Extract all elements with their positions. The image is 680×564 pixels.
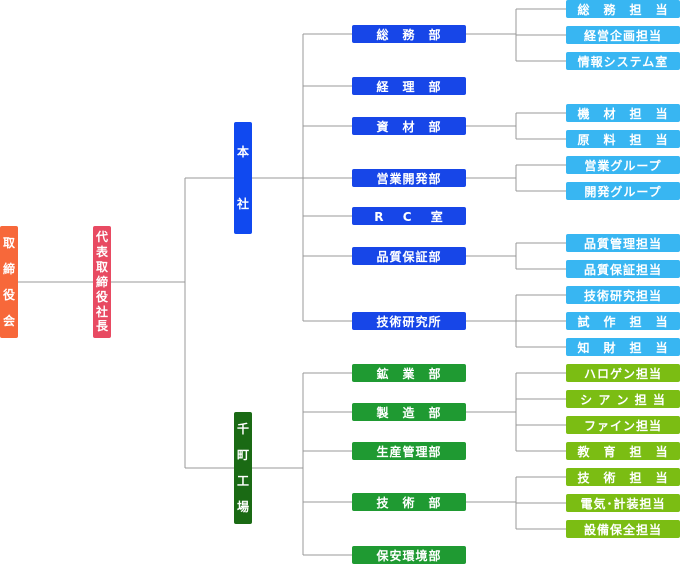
vertical-char: 工 xyxy=(236,474,249,488)
factory-dept-4: 技 術 部 xyxy=(352,493,466,511)
factory-section-4-3: 設備保全担当 xyxy=(566,520,680,538)
honsha-dept-3: 資 材 部 xyxy=(352,117,466,135)
vertical-char: 社 xyxy=(236,197,249,211)
honsha-section-7-2: 試 作 担 当 xyxy=(566,312,680,330)
factory-dept-5: 保安環境部 xyxy=(352,546,466,564)
honsha-section-1-1: 総 務 担 当 xyxy=(566,0,680,18)
vertical-char: 町 xyxy=(236,448,249,462)
vertical-char: 本 xyxy=(236,145,249,159)
factory-section-2-1: ハロゲン担当 xyxy=(566,364,680,382)
honsha-section-7-3: 知 財 担 当 xyxy=(566,338,680,356)
vertical-char: 社 xyxy=(95,304,108,319)
board-box: 取締役会 xyxy=(0,226,18,338)
vertical-char: 役 xyxy=(2,288,15,302)
honsha-section-6-2: 品質保証担当 xyxy=(566,260,680,278)
vertical-char: 取 xyxy=(95,260,108,275)
vertical-char: 場 xyxy=(236,500,249,514)
factory-section-4-2: 電気･計装担当 xyxy=(566,494,680,512)
factory-box: 千町工場 xyxy=(234,412,252,524)
honsha-section-6-1: 品質管理担当 xyxy=(566,234,680,252)
factory-dept-2: 製 造 部 xyxy=(352,403,466,421)
factory-section-4-1: 技 術 担 当 xyxy=(566,468,680,486)
factory-dept-1: 鉱 業 部 xyxy=(352,364,466,382)
vertical-char: 締 xyxy=(95,274,108,289)
honsha-section-1-2: 経営企画担当 xyxy=(566,26,680,44)
vertical-char: 締 xyxy=(2,262,15,276)
honsha-dept-6: 品質保証部 xyxy=(352,247,466,265)
honsha-section-4-2: 開発グループ xyxy=(566,182,680,200)
factory-dept-3: 生産管理部 xyxy=(352,442,466,460)
honsha-section-3-1: 機 材 担 当 xyxy=(566,104,680,122)
honsha-dept-1: 総 務 部 xyxy=(352,25,466,43)
honsha-dept-4: 営業開発部 xyxy=(352,169,466,187)
vertical-char: 千 xyxy=(236,422,249,436)
vertical-char: 代 xyxy=(95,230,108,245)
factory-section-2-3: ファイン担当 xyxy=(566,416,680,434)
vertical-char: 会 xyxy=(2,314,15,328)
factory-section-2-4: 教 育 担 当 xyxy=(566,442,680,460)
vertical-char: 長 xyxy=(95,319,108,334)
honsha-box: 本社 xyxy=(234,122,252,234)
honsha-section-1-3: 情報システム室 xyxy=(566,52,680,70)
honsha-section-7-1: 技術研究担当 xyxy=(566,286,680,304)
vertical-char: 取 xyxy=(2,236,15,250)
honsha-dept-5: R C 室 xyxy=(352,207,466,225)
factory-section-2-2: シ ア ン 担 当 xyxy=(566,390,680,408)
president-box: 代表取締役社長 xyxy=(93,226,111,338)
honsha-dept-2: 経 理 部 xyxy=(352,77,466,95)
vertical-char: 表 xyxy=(95,245,108,260)
honsha-section-3-2: 原 料 担 当 xyxy=(566,130,680,148)
honsha-section-4-1: 営業グループ xyxy=(566,156,680,174)
vertical-char: 役 xyxy=(95,289,108,304)
honsha-dept-7: 技術研究所 xyxy=(352,312,466,330)
